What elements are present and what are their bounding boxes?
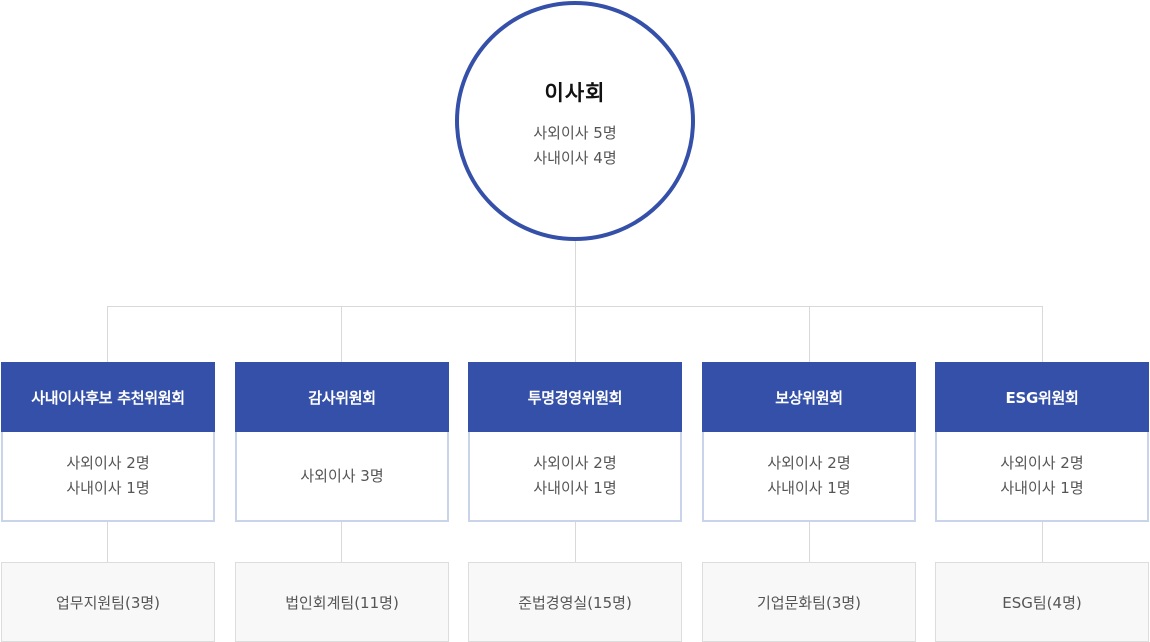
team-connector-3 [575, 522, 576, 562]
committee-nomination: 사내이사후보 추천위원회 사외이사 2명 사내이사 1명 [1, 362, 215, 522]
committee-members: 사외이사 2명 사내이사 1명 [702, 432, 916, 522]
committee-member-line: 사내이사 1명 [1000, 479, 1084, 497]
committee-connector-1 [107, 306, 108, 362]
committee-connector-4 [809, 306, 810, 362]
committee-title: 사내이사후보 추천위원회 [1, 362, 215, 432]
committee-connector-3 [575, 306, 576, 362]
committee-member-line: 사외이사 2명 [66, 454, 150, 472]
committee-esg: ESG위원회 사외이사 2명 사내이사 1명 [935, 362, 1149, 522]
team-connector-1 [107, 522, 108, 562]
committee-title: 감사위원회 [235, 362, 449, 432]
committee-members: 사외이사 2명 사내이사 1명 [935, 432, 1149, 522]
team-business-support: 업무지원팀(3명) [1, 562, 215, 642]
committee-title: 투명경영위원회 [468, 362, 682, 432]
team-connector-5 [1042, 522, 1043, 562]
team-compliance: 준법경영실(15명) [468, 562, 682, 642]
committee-member-line: 사내이사 1명 [767, 479, 851, 497]
committee-connector-5 [1042, 306, 1043, 362]
committee-member-line: 사외이사 2명 [767, 454, 851, 472]
committee-member-line: 사외이사 3명 [300, 466, 384, 485]
committee-title: 보상위원회 [702, 362, 916, 432]
committee-transparency: 투명경영위원회 사외이사 2명 사내이사 1명 [468, 362, 682, 522]
committee-connector-2 [341, 306, 342, 362]
team-corporate-culture: 기업문화팀(3명) [702, 562, 916, 642]
board-outside-directors: 사외이사 5명 [533, 124, 617, 142]
committee-member-line: 사외이사 2명 [1000, 454, 1084, 472]
committee-member-line: 사외이사 2명 [533, 454, 617, 472]
team-connector-2 [341, 522, 342, 562]
committee-member-line: 사내이사 1명 [66, 479, 150, 497]
committee-title: ESG위원회 [935, 362, 1149, 432]
board-inside-directors: 사내이사 4명 [533, 149, 617, 167]
committee-member-line: 사내이사 1명 [533, 479, 617, 497]
team-corporate-accounting: 법인회계팀(11명) [235, 562, 449, 642]
committee-members: 사외이사 2명 사내이사 1명 [1, 432, 215, 522]
committee-compensation: 보상위원회 사외이사 2명 사내이사 1명 [702, 362, 916, 522]
committee-members: 사외이사 3명 [235, 432, 449, 522]
team-connector-4 [809, 522, 810, 562]
board-node: 이사회 사외이사 5명 사내이사 4명 [455, 1, 695, 241]
committee-audit: 감사위원회 사외이사 3명 [235, 362, 449, 522]
committee-members: 사외이사 2명 사내이사 1명 [468, 432, 682, 522]
board-connector [575, 238, 576, 306]
team-esg: ESG팀(4명) [935, 562, 1149, 642]
board-title: 이사회 [544, 81, 606, 105]
